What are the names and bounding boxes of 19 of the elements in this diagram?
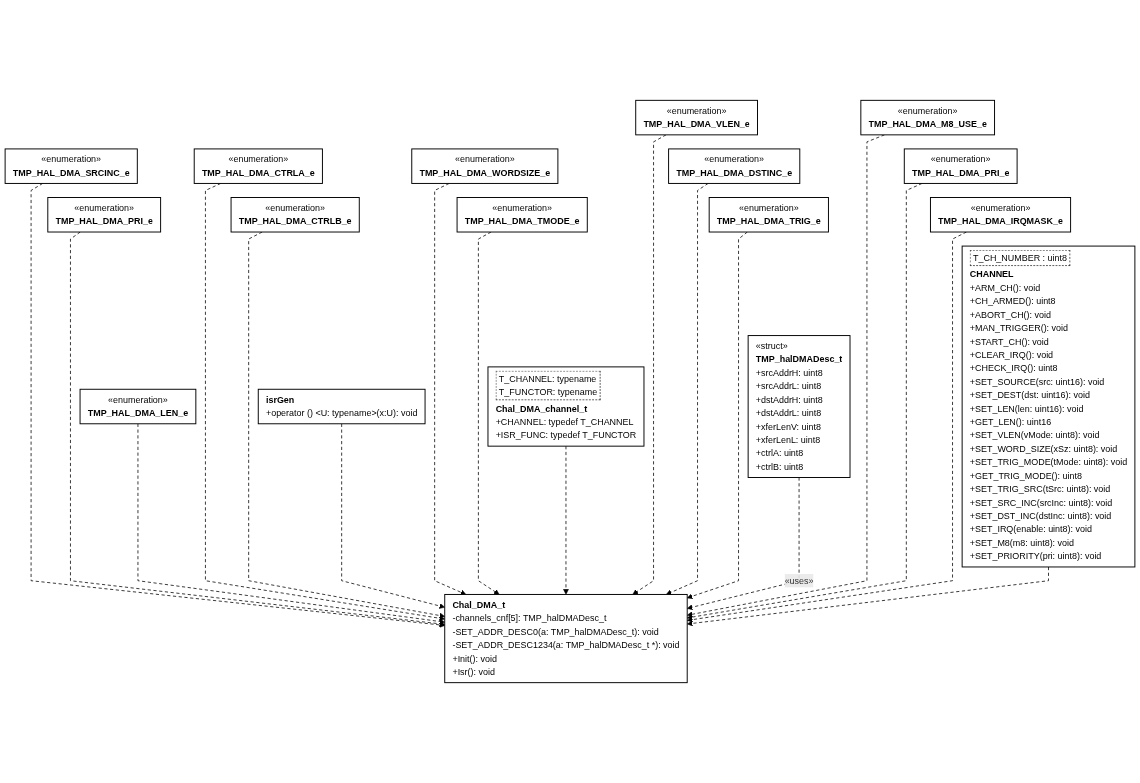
node-box: «enumeration» TMP_HAL_DMA_PRI_e: [47, 197, 162, 233]
node-box: Chal_DMA_t -channels_cnf[5]: TMP_halDMADesc_t -SET_ADDR_DESC0(a: TMP_halDMADesc_t): void -SET_ADDR_DESC1234(a: TMP_halDMADesc_t *): void +Init(): void +Isr(): void: [444, 593, 688, 684]
node-box: T_CH_NUMBER : uint8 CHANNEL +ARM_CH(): void +CH_ARMED(): uint8 +ABORT_CH(): void +MAN_TRIGGER(): void +START_CH(): void +CLEAR_IRQ(): void +CHECK_IRQ(): uint8 +SET_SOURCE(src: uint16): void +SET_DEST(dst: uint16): void +SET_LEN(len: uint16): void +GET_LEN(): uint16 +SET_VLEN(vMode: uint8): void +SET_WORD_SIZE(xSz: uint8): void +SET_TRIG_MODE(tMode: uint8): void +GET_TRIG_MODE(): uint8 +SET_TRIG_SRC(tSrc: uint8): void +SET_SRC_INC(srcInc: uint8): void +SET_DST_INC(dstInc: uint8): void +SET_IRQ(enable: uint8): void +SET_M8(m8: uint8): void +SET_PRIORITY(pri: uint8): void: [961, 245, 1136, 568]
node-box: «enumeration» TMP_HAL_DMA_DSTINC_e: [668, 148, 801, 184]
node-box: «enumeration» TMP_HAL_DMA_CTRLB_e: [230, 197, 360, 233]
node-box: «enumeration» TMP_HAL_DMA_PRI_e: [903, 148, 1018, 184]
node-box: «enumeration» TMP_HAL_DMA_LEN_e: [79, 388, 197, 425]
node-box: «enumeration» TMP_HAL_DMA_M8_USE_e: [860, 99, 996, 136]
node-box: «enumeration» TMP_HAL_DMA_VLEN_e: [635, 99, 758, 136]
edge-label: «uses»: [784, 575, 814, 586]
node-box: «enumeration» TMP_HAL_DMA_SRCINC_e: [4, 148, 138, 184]
node-box: «enumeration» TMP_HAL_DMA_TRIG_e: [708, 197, 829, 233]
node-box: «struct» TMP_halDMADesc_t +srcAddrH: uint8 +srcAddrL: uint8 +dstAddrH: uint8 +dstAddrL: uint8 +xferLenV: uint8 +xferLenL: uint8 +ctrlA: uint8 +ctrlB: uint8: [747, 335, 851, 478]
node-box: «enumeration» TMP_HAL_DMA_WORDSIZE_e: [411, 148, 559, 184]
node-box: «enumeration» TMP_HAL_DMA_CTRLA_e: [193, 148, 323, 184]
node-box: isrGen +operator () <U: typename>(x:U): void: [257, 388, 426, 425]
node-box: «enumeration» TMP_HAL_DMA_TMODE_e: [456, 197, 588, 233]
node-box: «enumeration» TMP_HAL_DMA_IRQMASK_e: [929, 197, 1072, 233]
node-box: T_CHANNEL: typename T_FUNCTOR: typename Chal_DMA_channel_t +CHANNEL: typedef T_CHANNEL +ISR_FUNC: typedef T_FUNCTOR: [487, 366, 645, 447]
